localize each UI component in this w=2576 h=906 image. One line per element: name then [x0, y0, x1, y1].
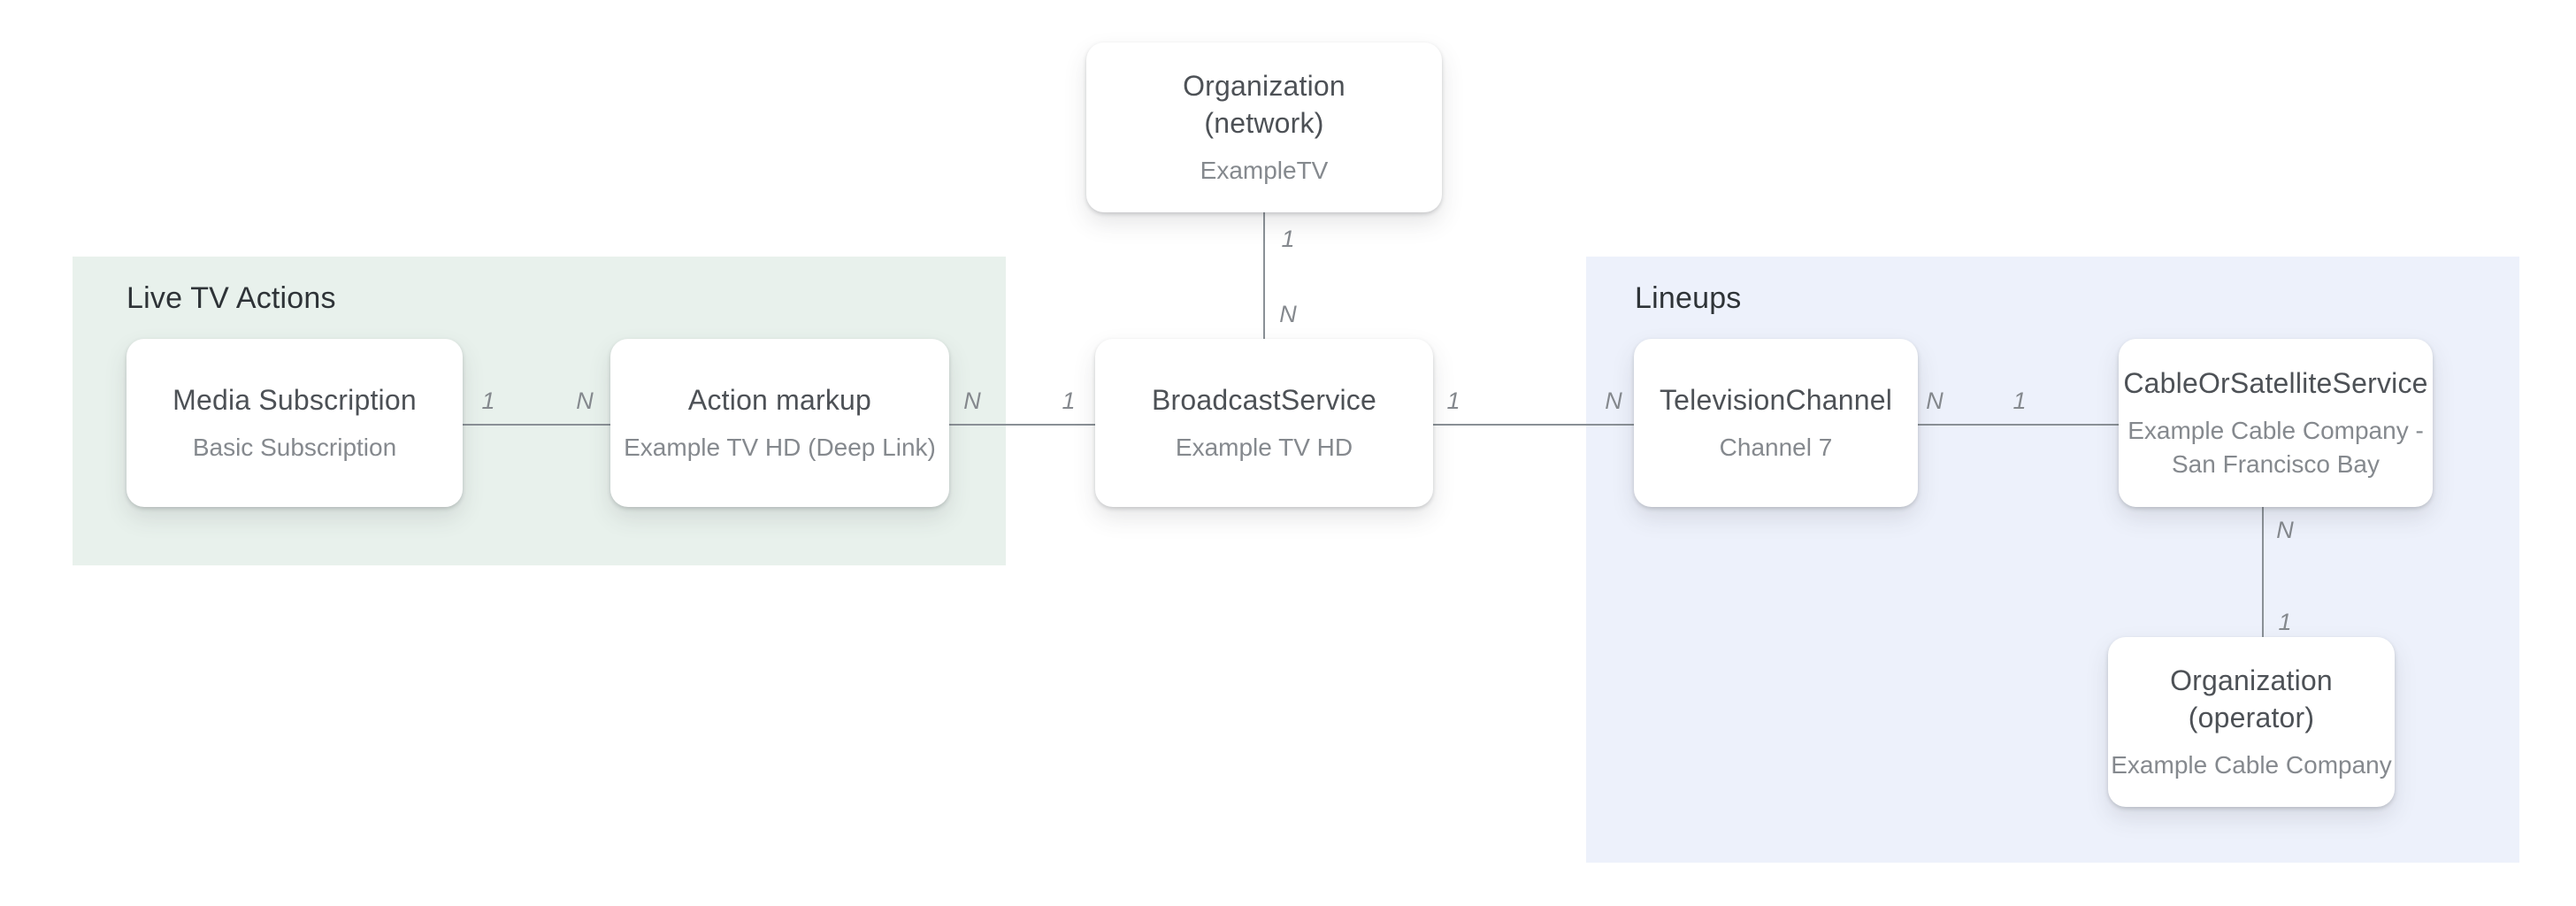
node-title: Media Subscription [172, 381, 417, 418]
node-subtitle: Example TV HD [1176, 431, 1353, 465]
cardinality-label: 1 [481, 388, 495, 414]
node-subtitle: ExampleTV [1200, 154, 1329, 188]
node-title-line: BroadcastService [1152, 384, 1376, 416]
node-organization-operator: Organization (operator) Example Cable Co… [2108, 637, 2395, 807]
node-title-line: Media Subscription [172, 384, 417, 416]
node-title: BroadcastService [1152, 381, 1376, 418]
connector-televisionchannel-to-cableorsatelliteservice [1918, 424, 2119, 426]
cardinality-label: N [1926, 388, 1944, 414]
node-subtitle: Basic Subscription [193, 431, 396, 465]
cardinality-label: N [1605, 388, 1622, 414]
region-title-live-tv-actions: Live TV Actions [126, 281, 336, 315]
node-subtitle-line: Example Cable Company [2111, 751, 2392, 779]
node-media-subscription: Media Subscription Basic Subscription [126, 339, 463, 507]
node-organization-network: Organization (network) ExampleTV [1086, 42, 1442, 212]
node-subtitle: Example Cable Company - San Francisco Ba… [2128, 414, 2424, 481]
cardinality-label: 1 [1446, 388, 1460, 414]
cardinality-label: 1 [2012, 388, 2027, 414]
node-title: Organization (operator) [2108, 662, 2395, 736]
node-title-line: Action markup [687, 384, 872, 416]
node-title-line: Organization (operator) [2170, 664, 2333, 733]
cardinality-label: 1 [1281, 226, 1295, 252]
node-subtitle-line: Example Cable Company - [2128, 417, 2424, 444]
node-television-channel: TelevisionChannel Channel 7 [1634, 339, 1918, 507]
node-subtitle-line: San Francisco Bay [2172, 450, 2380, 478]
cardinality-label: N [2276, 517, 2294, 543]
node-broadcast-service: BroadcastService Example TV HD [1095, 339, 1433, 507]
node-title-line: CableOrSatelliteService [2123, 367, 2428, 399]
node-action-markup: Action markup Example TV HD (Deep Link) [610, 339, 949, 507]
node-title: TelevisionChannel [1660, 381, 1892, 418]
connector-actionmarkup-to-broadcastservice [949, 424, 1095, 426]
node-cable-or-satellite-service: CableOrSatelliteService Example Cable Co… [2119, 339, 2433, 507]
node-subtitle: Channel 7 [1720, 431, 1833, 465]
cardinality-label: N [963, 388, 981, 414]
cardinality-label: 1 [2278, 609, 2292, 635]
node-subtitle-line: Channel 7 [1719, 434, 1833, 461]
node-title: Action markup [688, 381, 871, 418]
region-title-lineups: Lineups [1635, 281, 1742, 315]
cardinality-label: N [1279, 301, 1297, 327]
node-subtitle-line: Basic Subscription [192, 434, 397, 461]
cardinality-label: N [576, 388, 594, 414]
node-subtitle: Example TV HD (Deep Link) [624, 431, 936, 465]
node-subtitle: Example Cable Company [2111, 749, 2392, 782]
node-title-line: (network) [1204, 107, 1324, 139]
node-subtitle-line: Example TV HD [1175, 434, 1353, 461]
cardinality-label: 1 [1062, 388, 1076, 414]
node-title: CableOrSatelliteService [2123, 365, 2427, 402]
node-title: Organization (network) [1183, 67, 1346, 142]
node-title-line: TelevisionChannel [1659, 384, 1893, 416]
connector-broadcastservice-to-televisionchannel [1433, 424, 1634, 426]
node-subtitle-line: Example TV HD (Deep Link) [624, 434, 936, 461]
connector-mediasubscription-to-actionmarkup [463, 424, 610, 426]
connector-network-to-broadcastservice [1263, 212, 1265, 340]
node-subtitle-line: ExampleTV [1200, 157, 1329, 184]
connector-cableorsatelliteservice-to-operator [2262, 507, 2264, 638]
node-title-line: Organization [1183, 70, 1346, 102]
